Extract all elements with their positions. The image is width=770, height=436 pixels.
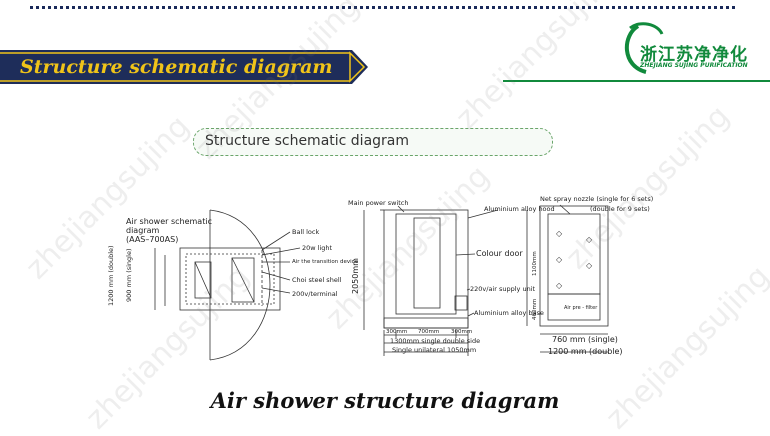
- logo-english-text: ZHEJIANG SUJING PURIFICATION: [640, 62, 748, 69]
- main-switch-label: Main power switch: [348, 199, 409, 207]
- section-title: Structure schematic diagram: [205, 133, 410, 149]
- dim-760-label: 760 mm (single): [552, 335, 618, 344]
- transition-label: Air the transition device: [292, 259, 359, 265]
- dim-300a-label: 300mm: [386, 329, 408, 335]
- dim-double-label: 1200 mm (double): [107, 245, 115, 306]
- dim-single-label: 900 mm (single): [125, 248, 133, 302]
- supply-unit-label: 220v/air supply unit: [470, 285, 536, 293]
- svg-text:◇: ◇: [556, 281, 563, 290]
- left-title-2: diagram: [126, 226, 160, 235]
- svg-text:◇: ◇: [556, 229, 563, 238]
- dim-1050-label: Single unilateral 1050mm: [392, 346, 477, 354]
- terminal-label: 200v/terminal: [292, 290, 338, 298]
- banner-title: Structure schematic diagram: [20, 56, 333, 78]
- front-view-drawing: [363, 205, 499, 356]
- alloy-base-label: Aluminium alloy base: [474, 309, 544, 317]
- nozzle-label-1: Net spray nozzle (single for 6 sets): [540, 195, 654, 203]
- light-label: 20w light: [302, 244, 333, 252]
- logo-chinese-text: 浙江苏净净化: [640, 45, 748, 65]
- nozzle-label-2: (double for 9 sets): [590, 205, 650, 213]
- svg-text:◇: ◇: [586, 235, 593, 244]
- section-title-pill: [193, 128, 553, 156]
- colour-door-label: Colour door: [476, 249, 523, 258]
- left-title-3: (AAS–700AS): [126, 235, 179, 244]
- left-view-drawing: [154, 209, 301, 361]
- shell-label: Choi steel shell: [292, 276, 342, 284]
- dim-300b-label: 300mm: [451, 329, 473, 335]
- section-banner: [0, 50, 368, 84]
- svg-text:◇: ◇: [556, 255, 563, 264]
- nozzle-markers: ◇ ◇ ◇ ◇ ◇: [556, 229, 593, 290]
- caption: Air shower structure diagram: [210, 388, 560, 413]
- alloy-hood-label: Aluminium alloy hood: [484, 205, 555, 213]
- filter-label: Air pre - filter: [564, 305, 598, 311]
- left-title-1: Air shower schematic: [126, 217, 212, 226]
- dim-1100-label: 1100mm: [532, 251, 538, 276]
- dotted-top-border: [30, 6, 735, 9]
- dim-700-label: 700mm: [418, 329, 440, 335]
- dim-1200-label: 1200 mm (double): [548, 347, 623, 356]
- logo-underline: [503, 80, 770, 82]
- svg-text:◇: ◇: [586, 261, 593, 270]
- side-view-drawing: [526, 204, 609, 353]
- company-logo: [624, 22, 664, 74]
- ball-lock-label: Ball lock: [292, 228, 320, 236]
- height-label: 2050mm: [351, 258, 360, 294]
- dim-1300-label: 1300mm single double side: [390, 337, 481, 345]
- dim-460-label: 460mm: [532, 298, 538, 320]
